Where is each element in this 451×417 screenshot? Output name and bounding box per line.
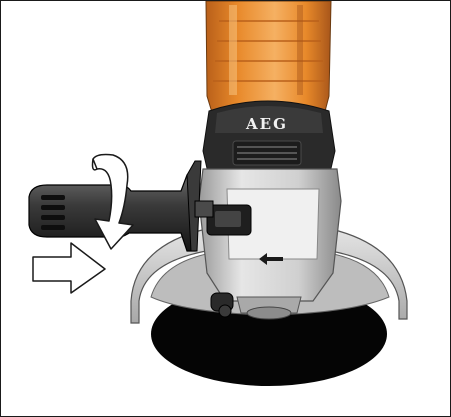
brand-logo: AEG	[245, 115, 288, 133]
motor-housing	[205, 1, 332, 120]
gear-head-cover: AEG	[202, 100, 336, 178]
direction-arrow-icon	[259, 253, 283, 265]
push-direction-arrow-icon	[32, 242, 106, 294]
gear-housing	[198, 168, 342, 320]
side-handle	[28, 160, 214, 252]
flange-nut	[246, 306, 292, 320]
rotation-arrow-icon	[91, 153, 134, 250]
